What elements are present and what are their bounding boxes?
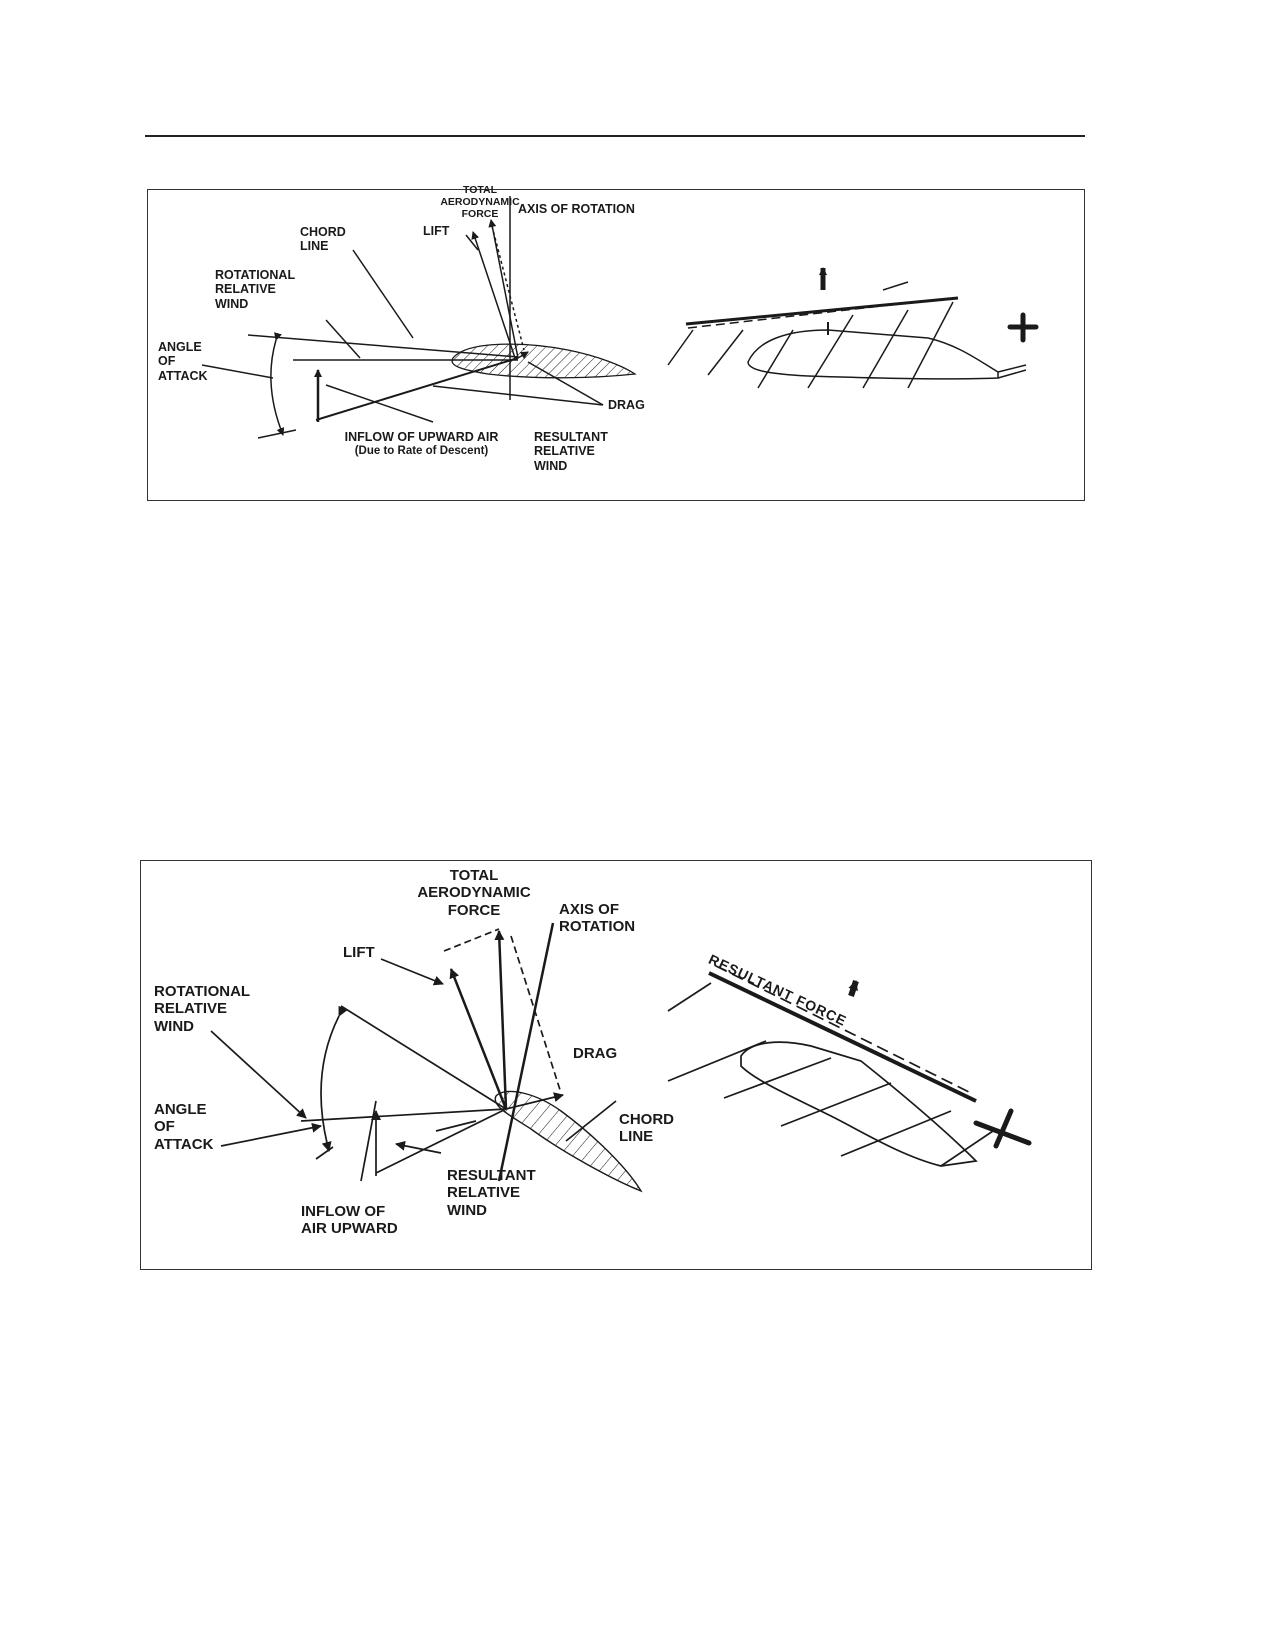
label-angle-of-attack: ANGLE OF ATTACK: [154, 1101, 214, 1153]
label-resultant-relative-wind: RESULTANT RELATIVE WIND: [534, 430, 608, 473]
figure-top-drawing: [201, 196, 1039, 439]
chord-extension-line: [340, 1005, 507, 1110]
label-total-aerodynamic-force: TOTAL AERODYNAMIC FORCE: [440, 184, 520, 221]
drag-dashed-line: [491, 225, 525, 351]
airfoil: [494, 1090, 643, 1193]
label-chord-line: CHORD LINE: [619, 1111, 674, 1146]
label-rotational-relative-wind: ROTATIONAL RELATIVE WIND: [215, 268, 296, 311]
total-aerodynamic-force-vector: [494, 930, 508, 1110]
label-inflow-note: (Due to Rate of Descent): [354, 445, 489, 457]
label-rotational-relative-wind: ROTATIONAL RELATIVE WIND: [154, 983, 251, 1035]
rotational-relative-wind-line: [300, 1108, 507, 1122]
label-lift: LIFT: [423, 224, 450, 238]
total-aerodynamic-force-vector: [488, 219, 519, 359]
chord-extension-line: [247, 334, 519, 358]
label-angle-of-attack: ANGLE OF ATTACK: [158, 340, 208, 383]
label-axis-of-rotation: AXIS OF ROTATION: [559, 901, 636, 936]
label-axis-of-rotation: AXIS OF ROTATION: [518, 202, 635, 216]
helicopter-sketch-bottom: [667, 965, 1032, 1167]
angle-of-attack-arc: [270, 332, 285, 436]
drag-vector: [517, 351, 529, 360]
figure-bottom-drawing: [210, 922, 1032, 1193]
autorotation-figure-top: TOTAL AERODYNAMIC FORCE AXIS OF ROTATION…: [147, 184, 1085, 501]
resultant-relative-wind-line: [315, 357, 519, 421]
airfoil: [451, 343, 637, 379]
label-drag: DRAG: [608, 398, 645, 412]
label-total-aerodynamic-force: TOTAL AERODYNAMIC FORCE: [417, 867, 531, 919]
label-inflow-air-upward: INFLOW OF AIR UPWARD: [301, 1203, 398, 1238]
drag-dashed-line: [510, 935, 562, 1094]
label-inflow-upward-air: INFLOW OF UPWARD AIR: [344, 430, 499, 444]
axis-of-rotation-line: [497, 922, 555, 1182]
label-chord-line: CHORD LINE: [300, 225, 346, 254]
label-resultant-relative-wind: RESULTANT RELATIVE WIND: [447, 1167, 536, 1219]
lift-vector: [471, 231, 516, 359]
autorotation-figure-bottom: TOTAL AERODYNAMIC FORCE AXIS OF ROTATION…: [140, 860, 1092, 1270]
lift-vector: [449, 968, 508, 1110]
header-rule: [145, 135, 1085, 137]
angle-of-attack-arc: [320, 1005, 348, 1152]
helicopter-sketch-top: [667, 267, 1039, 389]
resultant-relative-wind-line: [375, 1108, 507, 1174]
lift-tad-dashed-line: [443, 928, 500, 952]
label-lift: LIFT: [343, 944, 375, 961]
drag-vector: [505, 1092, 564, 1110]
label-drag: DRAG: [573, 1045, 618, 1062]
